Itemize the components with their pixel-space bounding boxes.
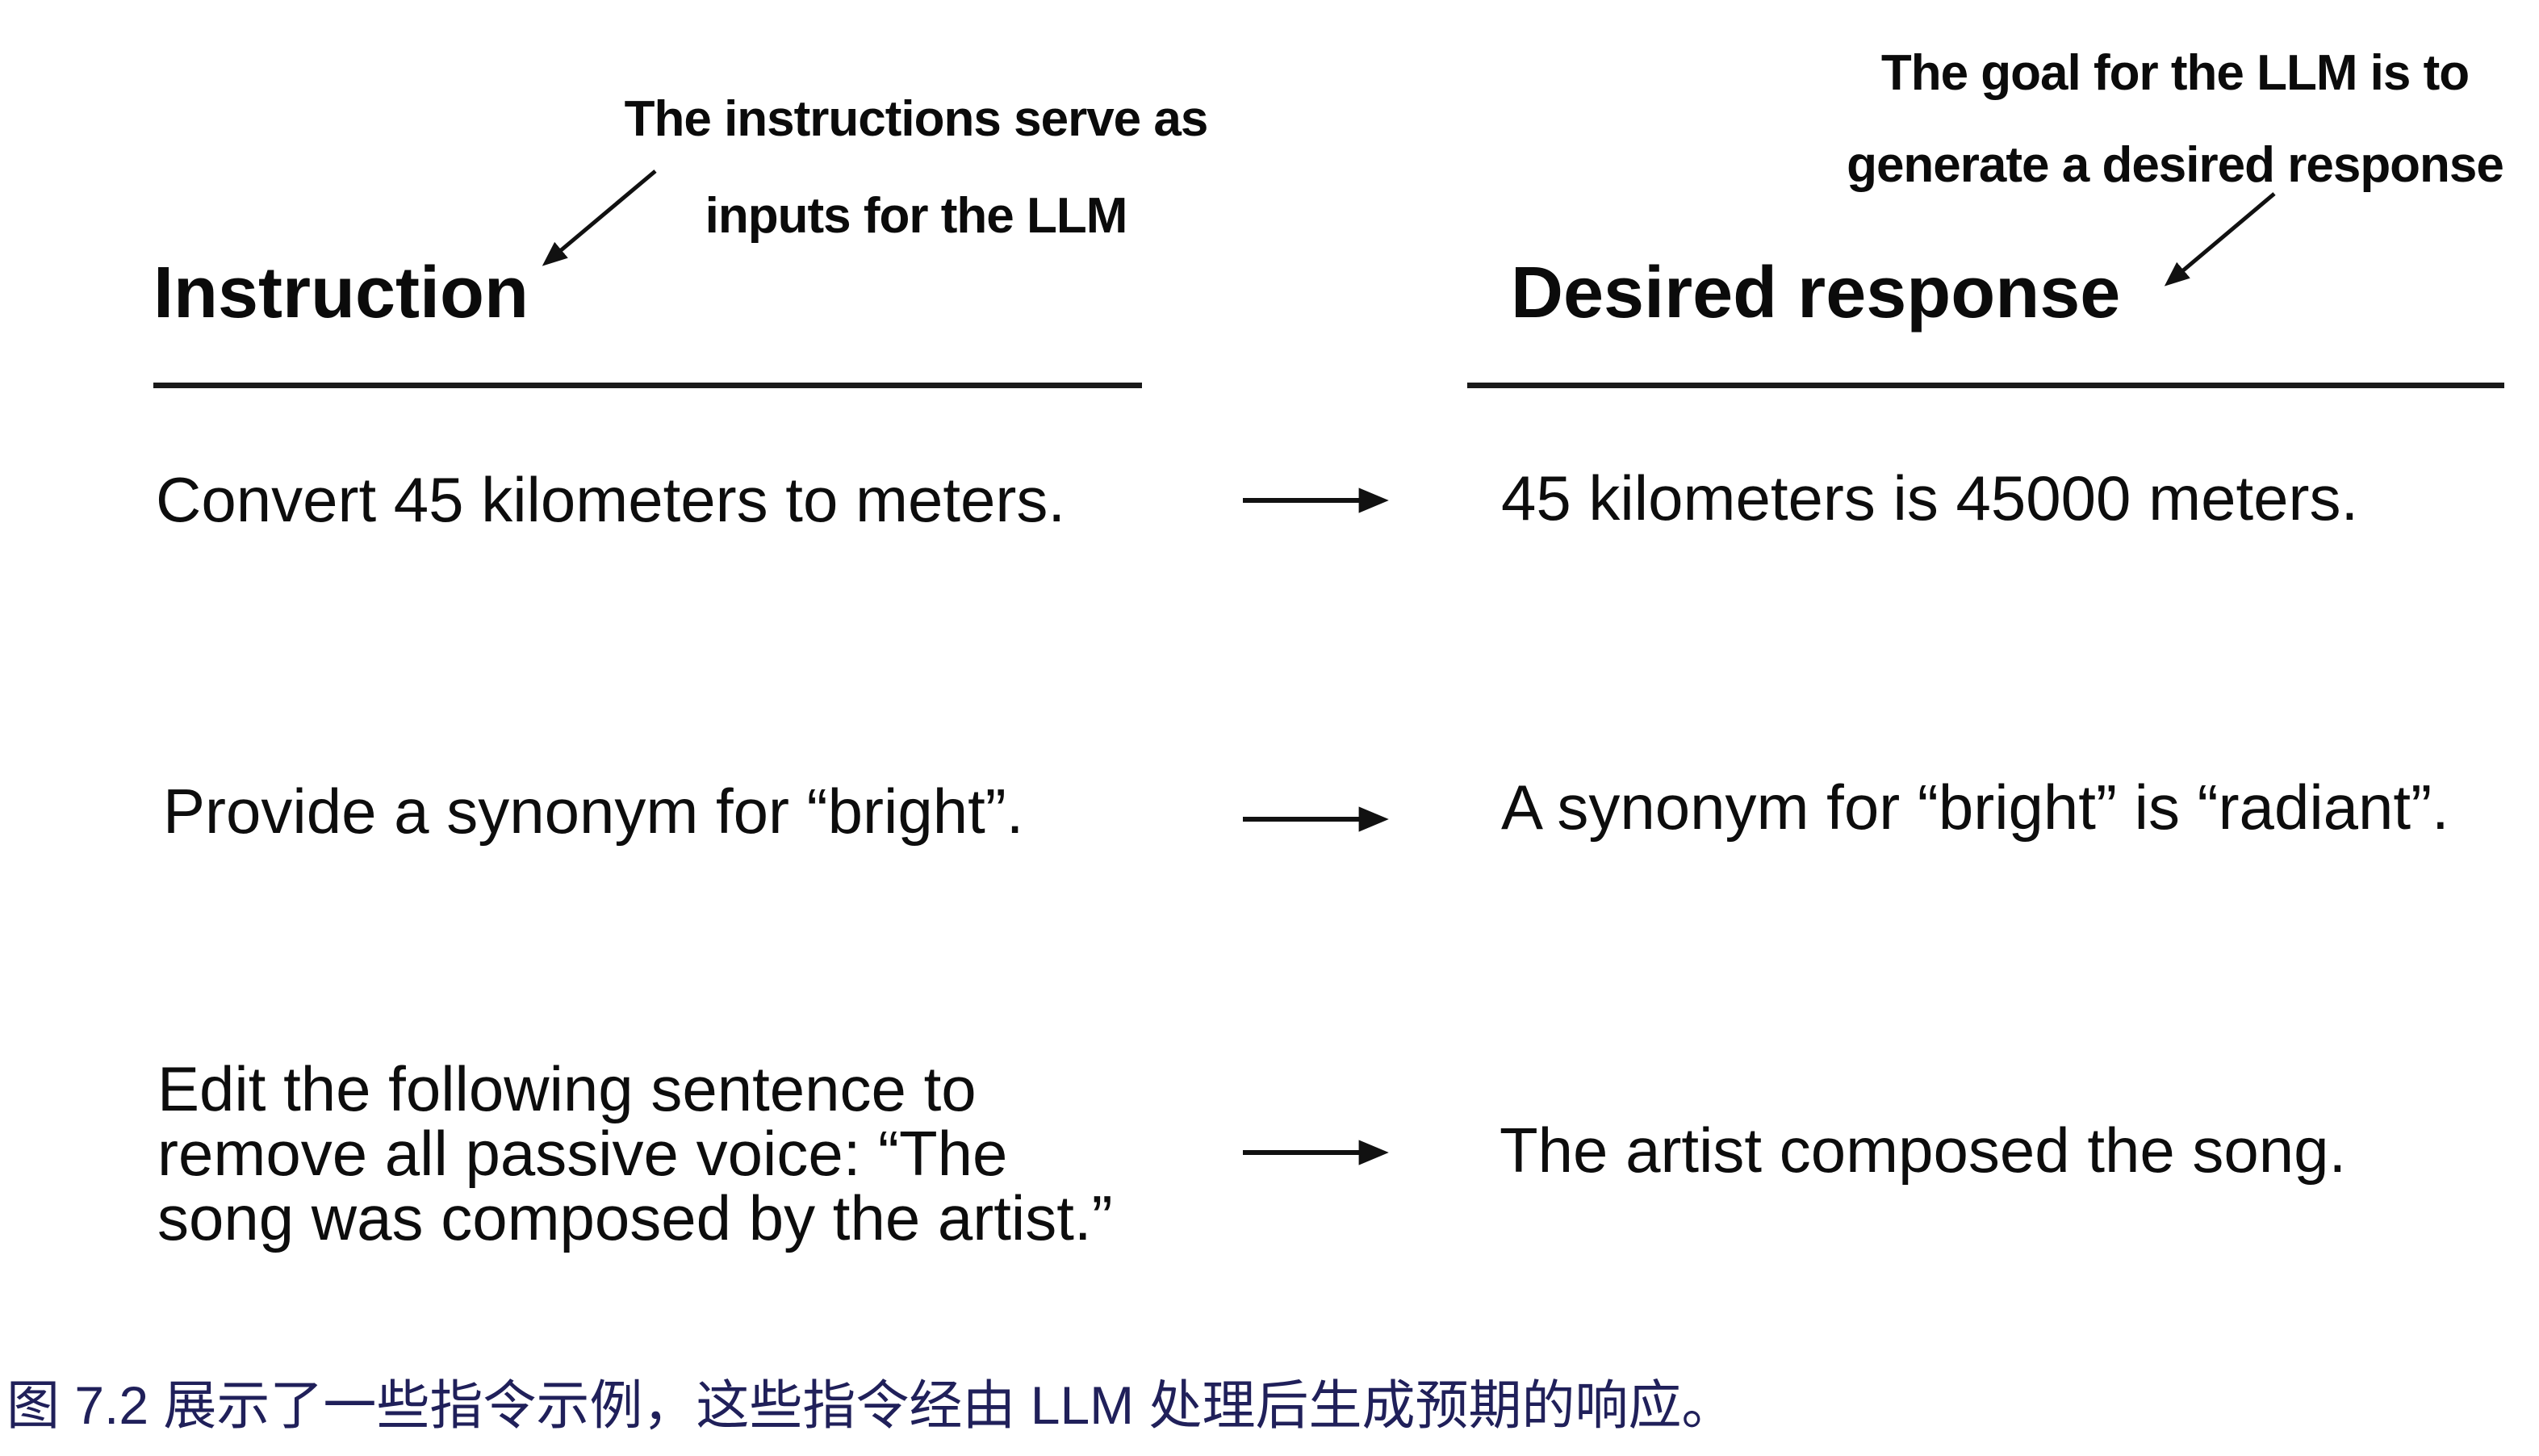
response-example-2: A synonym for “bright” is “radiant”. [1501,772,2449,843]
annotation-line: The instructions serve as [624,91,1209,147]
response-example-3: The artist composed the song. [1500,1115,2347,1186]
instruction-column-header: Instruction [153,253,529,333]
figure-caption: 图 7.2 展示了一些指令示例，这些指令经由 LLM 处理后生成预期的响应。 [6,1375,1735,1435]
annotation-instruction-note: The instructions serve as inputs for the… [589,71,1243,265]
response-column-rule [1467,383,2504,388]
response-example-1: 45 kilometers is 45000 meters. [1501,462,2359,533]
annotation-line: The goal for the LLM is to [1880,45,2470,101]
instruction-example-3: Edit the following sentence to remove al… [157,1053,1113,1253]
annotation-line: generate a desired response [1847,137,2504,193]
instruction-example-1: Convert 45 kilometers to meters. [156,464,1066,535]
desired-response-column-header: Desired response [1511,253,2121,333]
instruction-example-2: Provide a synonym for “bright”. [163,776,1024,847]
instruction-column-rule [153,383,1142,388]
annotation-line: inputs for the LLM [705,188,1128,244]
annotation-response-note: The goal for the LLM is to generate a de… [1832,27,2518,211]
